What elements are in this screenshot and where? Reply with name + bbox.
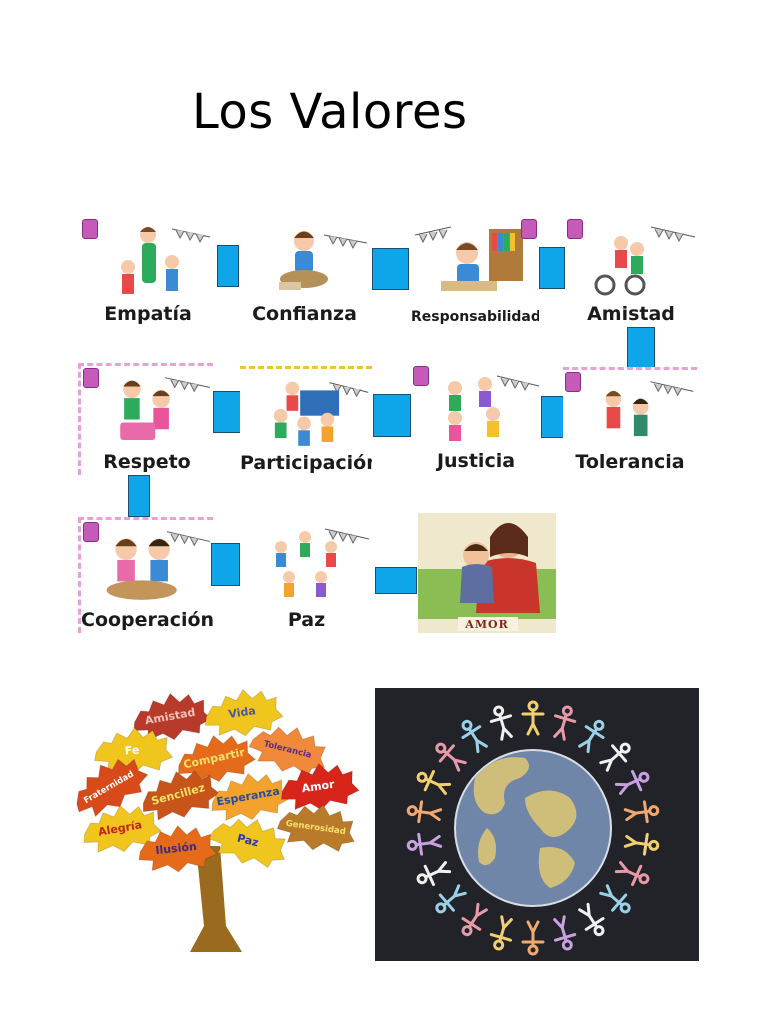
value-card-respeto: Respeto — [78, 363, 213, 475]
chalk-person — [553, 915, 577, 951]
connector — [375, 567, 417, 594]
tree-leaf-label: Paz — [236, 832, 260, 850]
value-label: Amistad — [587, 303, 675, 325]
logo-badge — [565, 372, 581, 392]
value-card-participacion: Participación — [240, 366, 372, 476]
connector — [539, 247, 565, 289]
page-title: Los Valores — [192, 84, 468, 140]
logo-badge — [83, 368, 99, 388]
value-card-amistad: Amistad — [565, 217, 697, 327]
participation-illustration — [273, 381, 369, 446]
tree-leaf: Amistad — [133, 692, 212, 741]
chalk-person — [614, 861, 650, 886]
connector — [128, 475, 150, 517]
value-label: Confianza — [252, 303, 357, 325]
peace-illustration — [275, 528, 370, 597]
chalk-person — [489, 915, 513, 951]
value-label: Justicia — [436, 450, 516, 472]
logo-badge — [413, 366, 429, 386]
value-label: Cooperación — [81, 609, 213, 631]
tree-leaf: Ilusión — [138, 824, 218, 873]
value-card-amor: AMOR — [418, 513, 556, 633]
tree-leaf: Alegría — [83, 804, 162, 853]
chalk-globe-image — [375, 688, 699, 961]
value-label: Responsabilidad — [411, 309, 539, 325]
tree-leaf-label: Ilusión — [155, 840, 198, 857]
justice-illustration — [448, 375, 540, 441]
chalk-person — [489, 705, 513, 741]
value-label: Paz — [287, 609, 326, 631]
tree-leaf-label: Fe — [124, 744, 139, 758]
value-card-justicia: Justicia — [411, 364, 541, 474]
chalk-person — [461, 902, 488, 937]
chalk-person — [416, 770, 452, 795]
empathy-illustration — [121, 227, 211, 294]
tree-leaf: Sencillez — [142, 770, 221, 821]
chalk-person — [435, 884, 467, 914]
chalk-person — [435, 742, 467, 772]
logo-badge — [567, 219, 583, 239]
trust-illustration — [279, 231, 368, 290]
logo-badge — [83, 522, 99, 542]
value-label: Tolerancia — [575, 451, 685, 473]
chalk-person — [623, 800, 660, 824]
tree-leaf: Generosidad — [276, 803, 355, 853]
chalk-person — [578, 719, 605, 754]
value-card-paz: Paz — [241, 515, 372, 633]
chalk-person — [461, 719, 488, 754]
chalk-person — [521, 700, 545, 736]
chalk-person — [599, 742, 631, 772]
connector — [372, 248, 409, 290]
chalk-person — [578, 902, 605, 937]
value-label: Participación — [240, 452, 372, 474]
globe-illustration — [375, 688, 699, 961]
value-card-confianza: Confianza — [239, 217, 370, 327]
chalk-person — [406, 800, 443, 824]
value-card-tolerancia: Tolerancia — [563, 367, 697, 475]
connector — [211, 543, 240, 586]
love-illustration — [418, 513, 556, 633]
chalk-person — [521, 920, 545, 956]
tree-leaf: Amor — [280, 762, 360, 811]
chalk-person — [553, 705, 577, 741]
value-label: Respeto — [103, 451, 191, 473]
chalk-person — [416, 861, 452, 886]
connector — [373, 394, 411, 437]
value-label: AMOR — [465, 618, 509, 631]
cooperation-illustration — [106, 531, 210, 600]
tree-leaf: Esperanza — [211, 772, 290, 821]
friendship-illustration — [594, 226, 696, 296]
responsibility-illustration — [414, 226, 523, 291]
tolerance-illustration — [605, 381, 694, 437]
chalk-person — [599, 884, 631, 914]
chalk-person — [623, 832, 660, 856]
tree-leaf: Vida — [204, 688, 284, 737]
tree-leaf: Paz — [208, 818, 287, 869]
value-card-empatia: Empatía — [80, 217, 216, 327]
value-label: Empatía — [104, 303, 192, 325]
logo-badge — [82, 219, 98, 239]
connector — [541, 396, 565, 438]
connector — [213, 391, 241, 433]
connector — [627, 327, 655, 369]
chalk-person — [406, 832, 443, 856]
logo-badge — [521, 219, 537, 239]
tree-leaf: Tolerancia — [248, 726, 327, 777]
tree-leaf-label: Vida — [228, 704, 257, 721]
value-card-cooperacion: Cooperación — [78, 517, 213, 633]
connector — [217, 245, 239, 287]
tree-leaf-label: Amor — [301, 778, 336, 796]
value-card-responsabilidad: Responsabilidad — [411, 217, 539, 327]
chalk-person — [614, 770, 650, 795]
respect-illustration — [120, 377, 210, 440]
